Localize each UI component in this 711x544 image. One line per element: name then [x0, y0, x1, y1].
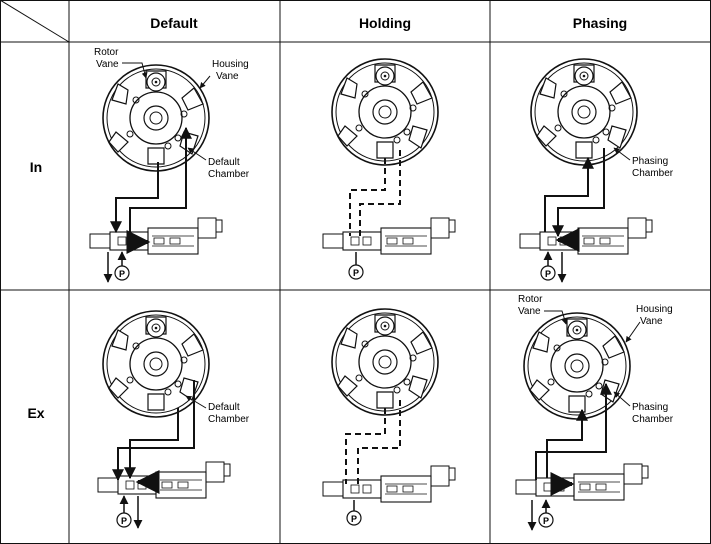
default-chamber-label: Default [208, 157, 240, 168]
ex-phasing-cell: P Rotor Vane Housing Vane Phasing Chambe… [515, 294, 674, 531]
header-default: Default [150, 15, 198, 31]
valve-in-phasing [519, 217, 653, 255]
pressure-label: P [351, 514, 357, 524]
housing-vane-label: Vane [640, 316, 663, 327]
in-phasing-cell: P Phasing Chamber [519, 58, 674, 283]
corner-diagonal [0, 0, 70, 43]
phaser-in-default [102, 64, 210, 172]
rotor-vane-label: Rotor [94, 47, 119, 58]
housing-vane-label: Housing [212, 59, 249, 70]
rotor-vane-label: Vane [518, 306, 541, 317]
phaser-ex-holding [331, 308, 439, 416]
pressure-label: P [353, 268, 359, 278]
ex-holding-cell: P [322, 308, 456, 526]
valve-in-default [89, 217, 223, 255]
pressure-label: P [545, 269, 551, 279]
default-chamber-label: Chamber [208, 414, 250, 425]
housing-vane-label: Housing [636, 304, 673, 315]
row-label-in: In [30, 159, 42, 175]
phaser-ex-phasing [523, 312, 631, 420]
in-holding-cell: P [322, 58, 456, 280]
header-phasing: Phasing [573, 15, 627, 31]
valve-ex-holding [322, 465, 456, 503]
phasing-chamber-label: Phasing [632, 402, 668, 413]
phasing-chamber-label: Phasing [632, 156, 668, 167]
in-default-cell: P Rotor Vane Housing Vane Default Chambe… [89, 47, 250, 283]
housing-vane-label: Vane [216, 71, 239, 82]
pressure-label: P [121, 516, 127, 526]
phasing-chamber-label: Chamber [632, 414, 674, 425]
header-holding: Holding [359, 15, 411, 31]
phasing-chamber-label: Chamber [632, 168, 674, 179]
rotor-vane-label: Vane [96, 59, 119, 70]
pressure-label: P [119, 269, 125, 279]
default-chamber-label: Default [208, 402, 240, 413]
valve-in-holding [322, 217, 456, 255]
ex-default-cell: P Default Chamber [97, 310, 250, 529]
pressure-label: P [543, 516, 549, 526]
row-label-ex: Ex [27, 405, 44, 421]
default-chamber-label: Chamber [208, 169, 250, 180]
phaser-in-phasing [530, 58, 638, 166]
rotor-vane-label: Rotor [518, 294, 543, 305]
phaser-in-holding [331, 58, 439, 166]
